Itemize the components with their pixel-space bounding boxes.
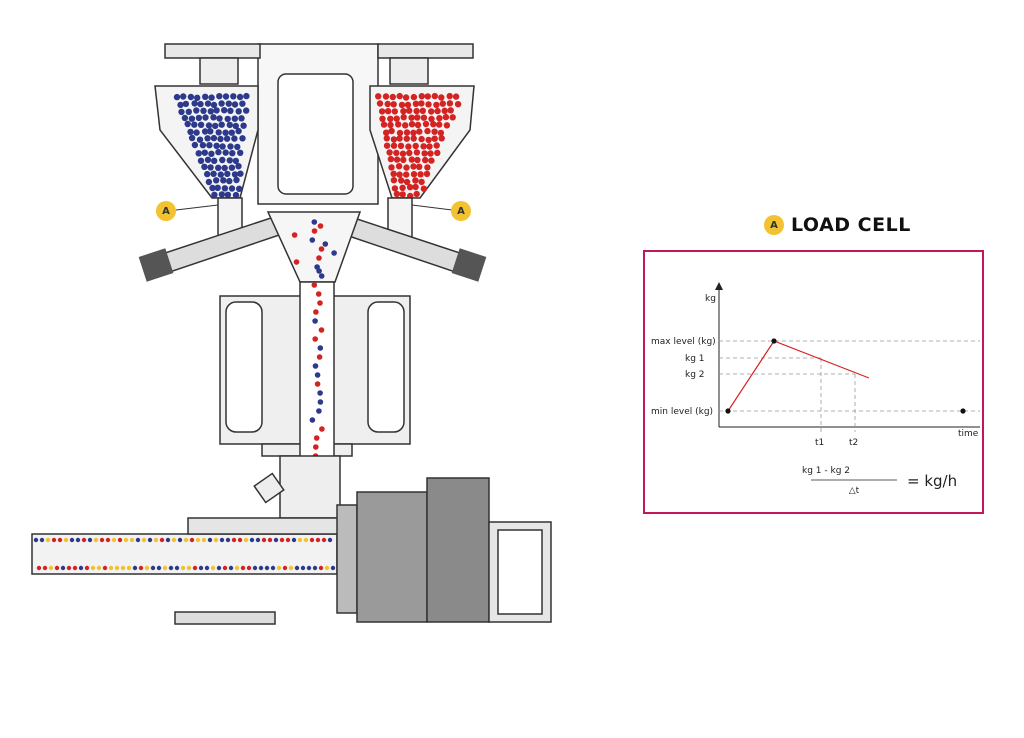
top-frame (164, 43, 474, 205)
load-cell-heading: A LOAD CELL (764, 214, 911, 236)
load-cell-callout-left: A (156, 201, 176, 221)
extruder-drive (174, 477, 552, 625)
y-tick-kg1: kg 1 (685, 354, 705, 364)
formula-result: = kg/h (907, 472, 957, 490)
barrel-pellets (33, 537, 336, 571)
load-cell-title: LOAD CELL (791, 214, 911, 236)
point-max-level (771, 338, 777, 344)
y-axis-arrow (715, 282, 723, 290)
extruder-barrel (31, 533, 338, 575)
x-axis-label: time (958, 429, 979, 439)
load-cell-callout-right: A (451, 201, 471, 221)
feed-throat (253, 455, 341, 519)
y-tick-kg2: kg 2 (685, 370, 705, 380)
right-hopper (369, 85, 475, 239)
left-dosing-screw (138, 214, 290, 282)
formula-numerator: kg 1 - kg 2 (802, 466, 850, 476)
x-tick-t1: t1 (815, 438, 824, 448)
load-cell-chart: kg time max level (kg) kg 1 kg 2 min lev… (643, 250, 984, 514)
x-tick-t2: t2 (849, 438, 858, 448)
formula-denominator: △t (849, 486, 860, 496)
weight-curve (727, 340, 870, 412)
point-min-start (725, 408, 731, 414)
point-min-end (960, 408, 966, 414)
load-cell-badge: A (764, 215, 784, 235)
gravimetric-blender-illustration (31, 43, 552, 625)
y-tick-min-level: min level (kg) (651, 407, 713, 417)
y-tick-max-level: max level (kg) (651, 337, 716, 347)
y-axis-label: kg (705, 294, 716, 304)
right-dosing-screw (335, 214, 487, 282)
mixing-funnel (266, 211, 362, 283)
